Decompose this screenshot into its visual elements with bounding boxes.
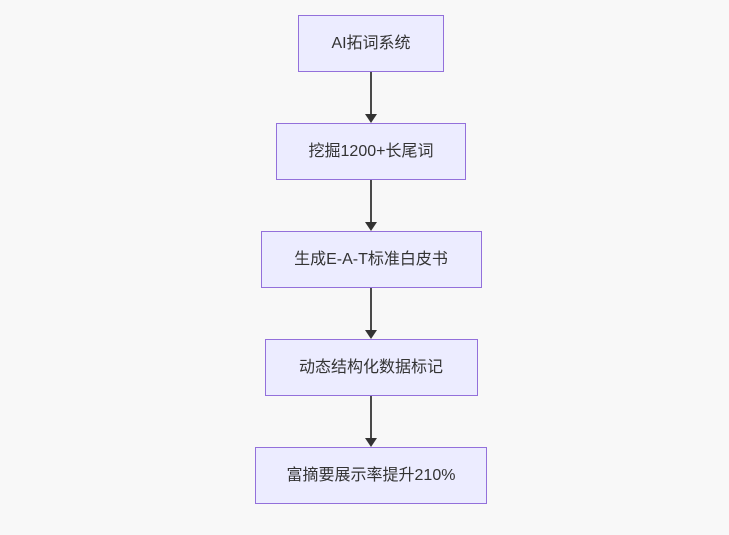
arrow-shaft — [370, 396, 372, 439]
flow-arrow-3 — [365, 288, 377, 339]
flow-arrow-1 — [365, 72, 377, 123]
flowchart-column: AI拓词系统 挖掘1200+长尾词 生成E-A-T标准白皮书 动态结构化数据标记 — [255, 15, 487, 504]
flow-node-ai-word-expansion: AI拓词系统 — [298, 15, 444, 72]
arrow-head-down-icon — [365, 438, 377, 447]
arrow-shaft — [370, 72, 372, 115]
flow-node-label: 生成E-A-T标准白皮书 — [294, 250, 448, 268]
flow-arrow-4 — [365, 396, 377, 447]
flow-node-eat-whitepaper: 生成E-A-T标准白皮书 — [260, 231, 482, 288]
flow-arrow-2 — [365, 180, 377, 231]
flow-node-rich-snippet-result: 富摘要展示率提升210% — [255, 447, 487, 504]
flow-node-longtail-mining: 挖掘1200+长尾词 — [276, 123, 466, 180]
arrow-head-down-icon — [365, 330, 377, 339]
arrow-head-down-icon — [365, 114, 377, 123]
flow-node-structured-data-markup: 动态结构化数据标记 — [264, 339, 478, 396]
flow-node-label: 富摘要展示率提升210% — [286, 466, 456, 484]
arrow-shaft — [370, 288, 372, 331]
arrow-head-down-icon — [365, 222, 377, 231]
arrow-shaft — [370, 180, 372, 223]
flow-node-label: AI拓词系统 — [331, 34, 411, 52]
flow-node-label: 动态结构化数据标记 — [298, 358, 443, 376]
flow-node-label: 挖掘1200+长尾词 — [308, 142, 434, 160]
